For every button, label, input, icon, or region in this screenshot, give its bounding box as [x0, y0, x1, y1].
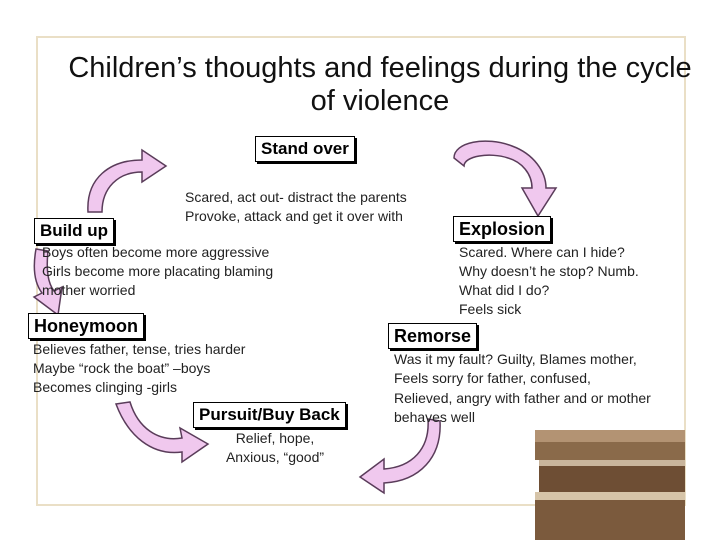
- page-title: Children’s thoughts and feelings during …: [68, 52, 692, 117]
- stage-label-remorse: Remorse: [388, 323, 478, 349]
- stand-over-line-1: Scared, act out- distract the parents: [185, 189, 407, 205]
- stage-label-stand-over: Stand over: [255, 136, 355, 162]
- curved-arrow-remorse-to-pursuit: [358, 418, 441, 495]
- remorse-line-1: Was it my fault? Guilty, Blames mother,: [394, 351, 637, 367]
- pursuit-line-2: Anxious, “good”: [225, 449, 325, 465]
- curved-arrow-standover-to-explosion: [453, 140, 558, 218]
- explosion-line-2: Why doesn’t he stop? Numb.: [459, 263, 639, 279]
- honeymoon-line-3: Becomes clinging -girls: [33, 379, 177, 395]
- remorse-line-3: Relieved, angry with father and or mothe…: [394, 390, 651, 406]
- stage-label-honeymoon: Honeymoon: [28, 313, 145, 339]
- build-up-line-3: mother worried: [42, 282, 136, 298]
- honeymoon-line-1: Believes father, tense, tries harder: [33, 341, 246, 357]
- stage-label-pursuit-buy-back: Pursuit/Buy Back: [193, 402, 346, 428]
- curved-arrow-honeymoon-to-pursuit: [114, 401, 210, 464]
- explosion-line-4: Feels sick: [459, 301, 522, 317]
- stage-label-explosion: Explosion: [453, 216, 552, 242]
- books-image: [535, 430, 685, 540]
- stand-over-line-2: Provoke, attack and get it over with: [185, 208, 403, 224]
- explosion-line-1: Scared. Where can I hide?: [459, 244, 625, 260]
- curved-arrow-buildup-to-standover: [87, 148, 168, 213]
- build-up-line-2: Girls become more placating blaming: [42, 263, 274, 279]
- remorse-line-2: Feels sorry for father, confused,: [394, 370, 591, 386]
- curved-arrow-buildup-to-honeymoon: [32, 248, 63, 317]
- explosion-line-3: What did I do?: [459, 282, 550, 298]
- honeymoon-line-2: Maybe “rock the boat” –boys: [33, 360, 211, 376]
- pursuit-line-1: Relief, hope,: [235, 430, 315, 446]
- build-up-line-1: Boys often become more aggressive: [42, 244, 270, 260]
- remorse-line-4: behaves well: [394, 409, 475, 425]
- stage-label-build-up: Build up: [34, 218, 114, 244]
